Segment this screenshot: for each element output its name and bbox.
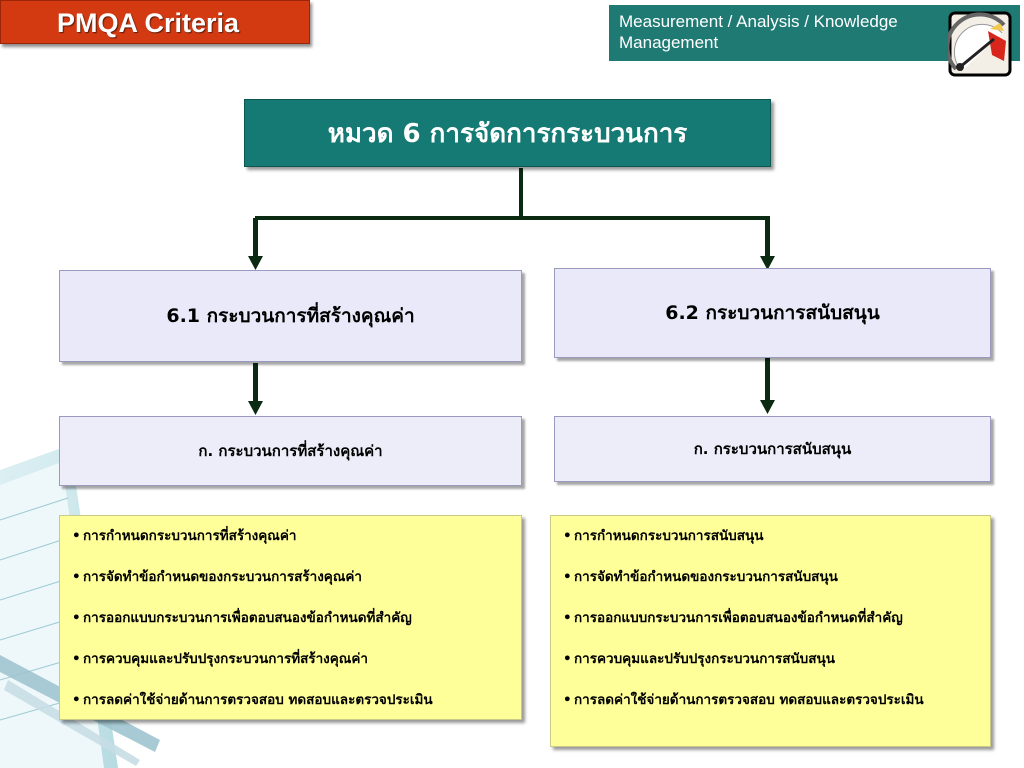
- connector-left-stem: [253, 218, 258, 258]
- connector-right-stem: [765, 218, 770, 258]
- connector-right-sub-stem: [765, 358, 770, 402]
- list-item: การกำหนดกระบวนการที่สร้างคุณค่า: [72, 526, 513, 546]
- arrow-to-left-heading: [248, 256, 263, 270]
- right-heading-label: 6.2 กระบวนการสนับสนุน: [665, 302, 880, 324]
- list-item: การออกแบบกระบวนการเพื่อตอบสนองข้อกำหนดที…: [563, 608, 982, 628]
- connector-left-sub-stem: [253, 363, 258, 403]
- arrow-to-right-heading: [760, 256, 775, 270]
- list-item: การจัดทำข้อกำหนดของกระบวนการสนับสนุน: [563, 567, 982, 587]
- arrow-to-left-subheading: [248, 401, 263, 415]
- category-header-line2: Management: [619, 33, 719, 52]
- left-subheading-label: ก. กระบวนการที่สร้างคุณค่า: [198, 442, 383, 460]
- root-node: หมวด 6 การจัดการกระบวนการ: [244, 99, 771, 167]
- arrow-to-right-subheading: [760, 400, 775, 414]
- slide-title-badge: PMQA Criteria: [0, 0, 310, 44]
- root-node-label: หมวด 6 การจัดการกระบวนการ: [327, 118, 688, 149]
- list-item: การกำหนดกระบวนการสนับสนุน: [563, 526, 982, 546]
- left-heading-label: 6.1 กระบวนการที่สร้างคุณค่า: [166, 305, 415, 327]
- list-item: การจัดทำข้อกำหนดของกระบวนการสร้างคุณค่า: [72, 567, 513, 587]
- list-item: การลดค่าใช้จ่ายด้านการตรวจสอบ ทดสอบและตร…: [72, 690, 513, 710]
- category-header-line1: Measurement / Analysis / Knowledge: [619, 12, 898, 31]
- list-item: การออกแบบกระบวนการเพื่อตอบสนองข้อกำหนดที…: [72, 608, 513, 628]
- list-item: การลดค่าใช้จ่ายด้านการตรวจสอบ ทดสอบและตร…: [563, 690, 982, 710]
- right-heading-node: 6.2 กระบวนการสนับสนุน: [554, 268, 991, 358]
- right-subheading-node: ก. กระบวนการสนับสนุน: [554, 416, 991, 482]
- left-subheading-node: ก. กระบวนการที่สร้างคุณค่า: [59, 416, 522, 486]
- right-subheading-label: ก. กระบวนการสนับสนุน: [693, 440, 852, 458]
- left-items-list: การกำหนดกระบวนการที่สร้างคุณค่า การจัดทำ…: [59, 515, 522, 720]
- right-items-list: การกำหนดกระบวนการสนับสนุน การจัดทำข้อกำห…: [550, 515, 991, 747]
- slide-title: PMQA Criteria: [57, 8, 240, 38]
- gauge-icon: [948, 11, 1012, 77]
- list-item: การควบคุมและปรับปรุงกระบวนการที่สร้างคุณ…: [72, 649, 513, 669]
- left-heading-node: 6.1 กระบวนการที่สร้างคุณค่า: [59, 270, 522, 362]
- list-item: การควบคุมและปรับปรุงกระบวนการสนับสนุน: [563, 649, 982, 669]
